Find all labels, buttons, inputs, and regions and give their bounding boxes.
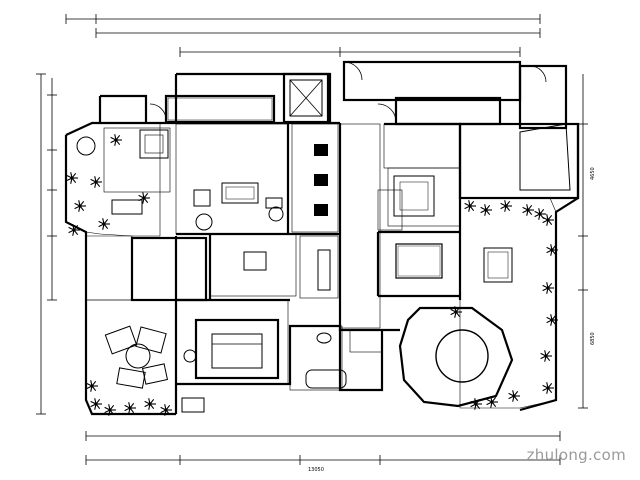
octagon-pool-deck — [398, 306, 514, 408]
plant-shrub — [464, 200, 476, 212]
master-bedroom — [377, 231, 461, 297]
plant-shrub — [500, 200, 512, 212]
plant-shrub — [450, 306, 462, 318]
watermark: zhulong.com — [526, 446, 626, 464]
parquet-study — [103, 127, 171, 193]
exterior-walls — [64, 72, 580, 416]
plant-shrub — [470, 398, 482, 410]
plant-shrub — [542, 282, 554, 294]
plant-shrub — [508, 390, 520, 402]
plant-shrub — [542, 382, 554, 394]
plant-shrub — [86, 380, 98, 392]
left-table — [76, 136, 205, 413]
landscape-plants — [66, 134, 558, 416]
door-swings — [149, 61, 547, 123]
plant-shrub — [74, 200, 86, 212]
plant-shrub — [104, 404, 116, 416]
plant-shrub — [144, 398, 156, 410]
bedroom-bottom — [175, 299, 289, 385]
left-terrace — [65, 122, 177, 415]
plant-shrub — [98, 218, 110, 230]
right-dimension-line: 4650 6850 — [578, 74, 596, 409]
right-dimension-text: 4650 — [590, 167, 596, 180]
plant-shrub — [124, 402, 136, 414]
left-dimension-line — [36, 73, 57, 415]
plant-shrub — [542, 214, 554, 226]
top-dimension-line — [65, 14, 541, 57]
terrace-sofa-set — [104, 325, 169, 389]
plant-shrub — [534, 208, 546, 220]
plant-shrub — [90, 398, 102, 410]
stair-upper — [164, 72, 330, 124]
right-dimension-text-2: 6850 — [590, 332, 596, 345]
dining-room — [209, 233, 339, 299]
bottom-dimension-line: 13050 — [85, 431, 561, 473]
plant-shrub — [90, 176, 102, 188]
plant-shrub — [68, 224, 80, 236]
bathroom-bottom — [289, 325, 383, 391]
living-room — [175, 123, 289, 235]
plant-shrub — [138, 192, 150, 204]
void-open — [130, 236, 208, 302]
plant-shrub — [546, 314, 558, 326]
plant-shrub — [160, 404, 172, 416]
kitchen — [383, 123, 461, 227]
bottom-dimension-text: 13050 — [308, 467, 324, 473]
right-terrace — [459, 197, 557, 409]
plant-shrub — [522, 204, 534, 216]
plant-shrub — [66, 172, 78, 184]
plant-shrub — [480, 204, 492, 216]
stair-right — [342, 60, 522, 126]
plant-shrub — [540, 350, 552, 362]
plant-shrub — [486, 396, 498, 408]
hall-stripes — [291, 123, 339, 233]
plant-shrub — [546, 244, 558, 256]
plant-shrub — [110, 134, 122, 146]
